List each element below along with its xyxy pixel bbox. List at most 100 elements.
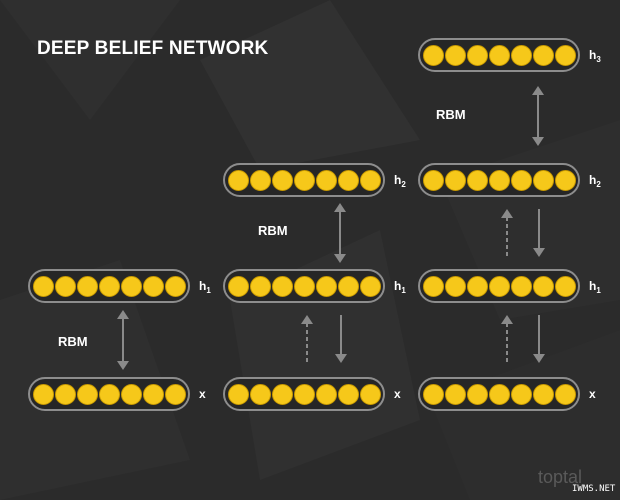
neuron-unit [120, 383, 142, 405]
neuron-unit [337, 275, 359, 297]
neuron-unit [271, 383, 293, 405]
layer-h2-3 [418, 163, 580, 197]
neuron-unit [227, 169, 249, 191]
neuron-unit [76, 275, 98, 297]
arrow-head [117, 310, 129, 319]
layer-label-h3: h3 [589, 48, 601, 64]
neuron-unit [54, 275, 76, 297]
neuron-unit [164, 275, 186, 297]
neuron-unit [444, 383, 466, 405]
neuron-unit [164, 383, 186, 405]
arrow-head [334, 203, 346, 212]
neuron-unit [142, 383, 164, 405]
layer-label-h1: h1 [394, 279, 406, 295]
neuron-unit [227, 275, 249, 297]
layer-label-main: h [394, 173, 402, 187]
neuron-unit [554, 44, 576, 66]
neuron-unit [315, 275, 337, 297]
layer-h3-3 [418, 38, 580, 72]
arrows-layer [117, 86, 545, 370]
neuron-unit [466, 383, 488, 405]
layer-label-subscript: 1 [596, 286, 601, 295]
rbm-label: RBM [436, 107, 466, 122]
neuron-unit [422, 383, 444, 405]
neuron-unit [249, 169, 271, 191]
layer-x-1 [28, 377, 190, 411]
arrow-head [335, 354, 347, 363]
neuron-unit [98, 275, 120, 297]
neuron-unit [554, 169, 576, 191]
bg-shape [430, 330, 620, 500]
neuron-unit [422, 44, 444, 66]
layer-h1-1 [28, 269, 190, 303]
neuron-unit [359, 169, 381, 191]
neuron-unit [532, 44, 554, 66]
layer-label-x: x [589, 387, 596, 401]
neuron-unit [466, 275, 488, 297]
neuron-unit [271, 169, 293, 191]
neuron-unit [466, 169, 488, 191]
arrow-head [533, 354, 545, 363]
layer-label-main: h [589, 279, 597, 293]
layer-x-3 [418, 377, 580, 411]
neuron-unit [532, 275, 554, 297]
rbm-label: RBM [258, 223, 288, 238]
neuron-unit [249, 383, 271, 405]
layer-h2-2 [223, 163, 385, 197]
neuron-unit [32, 383, 54, 405]
layer-label-x: x [394, 387, 401, 401]
neuron-unit [532, 169, 554, 191]
neuron-unit [315, 383, 337, 405]
neuron-unit [359, 383, 381, 405]
arrow-head [301, 315, 313, 324]
layer-label-h2: h2 [589, 173, 601, 189]
neuron-unit [293, 383, 315, 405]
neuron-unit [337, 383, 359, 405]
bg-shape [230, 230, 420, 480]
bg-shape [0, 0, 180, 120]
neuron-unit [532, 383, 554, 405]
layer-label-main: h [589, 48, 597, 62]
layer-label-subscript: 3 [596, 55, 601, 64]
arrow-head [533, 248, 545, 257]
neuron-unit [98, 383, 120, 405]
neuron-unit [142, 275, 164, 297]
neuron-unit [337, 169, 359, 191]
neuron-unit [54, 383, 76, 405]
layer-label-main: h [199, 279, 207, 293]
layer-label-h2: h2 [394, 173, 406, 189]
neuron-unit [76, 383, 98, 405]
layer-label-h1: h1 [589, 279, 601, 295]
neuron-unit [422, 275, 444, 297]
neuron-unit [315, 169, 337, 191]
toptal-watermark: toptal [538, 467, 583, 487]
neuron-unit [444, 169, 466, 191]
layer-x-2 [223, 377, 385, 411]
layer-label-x: x [199, 387, 206, 401]
neuron-unit [488, 275, 510, 297]
neuron-unit [510, 169, 532, 191]
neuron-unit [422, 169, 444, 191]
layer-label-subscript: 1 [401, 286, 406, 295]
layer-h1-3 [418, 269, 580, 303]
neuron-unit [293, 275, 315, 297]
arrow-head [532, 137, 544, 146]
neuron-unit [554, 383, 576, 405]
neuron-unit [249, 275, 271, 297]
arrow-head [501, 209, 513, 218]
neuron-unit [227, 383, 249, 405]
neuron-unit [488, 169, 510, 191]
neuron-unit [32, 275, 54, 297]
layer-h1-2 [223, 269, 385, 303]
neuron-unit [293, 169, 315, 191]
neuron-unit [444, 44, 466, 66]
arrow-head [334, 254, 346, 263]
neuron-unit [510, 275, 532, 297]
site-watermark: IWMS.NET [572, 484, 616, 494]
rbm-label: RBM [58, 334, 88, 349]
layer-label-subscript: 2 [596, 180, 601, 189]
neuron-unit [444, 275, 466, 297]
diagram-title: DEEP BELIEF NETWORK [37, 38, 269, 59]
